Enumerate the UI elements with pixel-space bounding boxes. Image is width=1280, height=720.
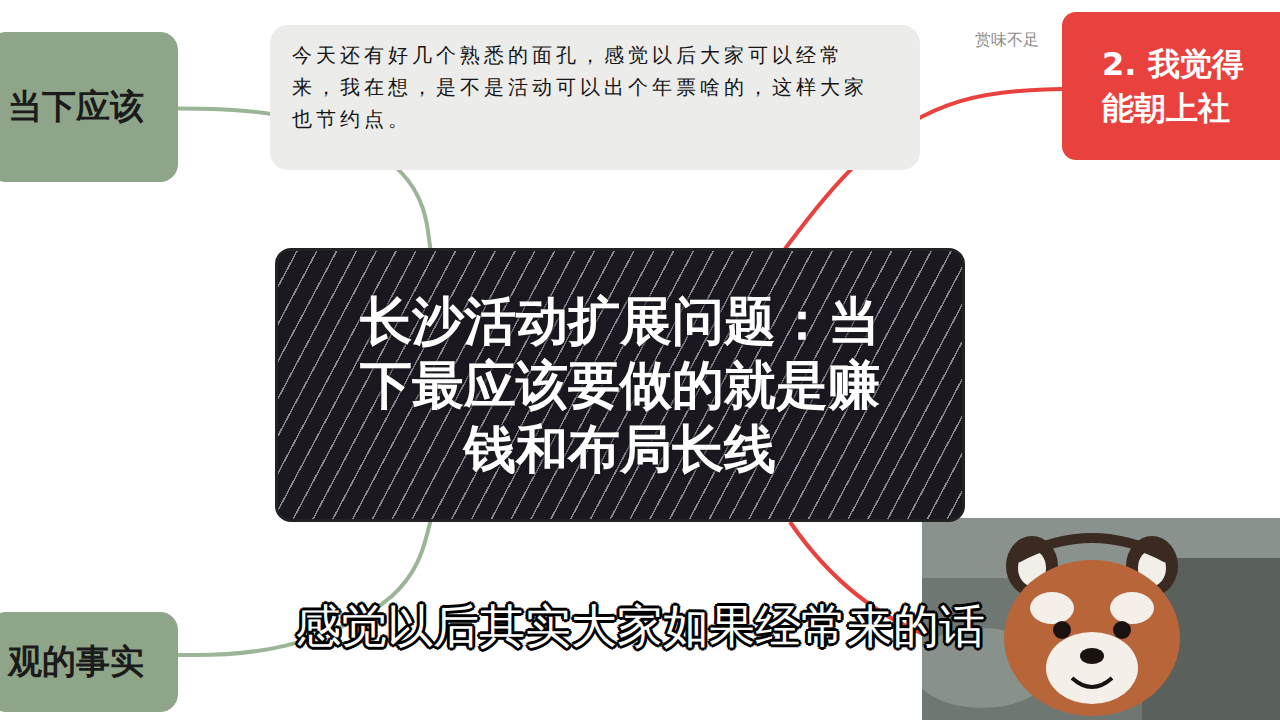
node-text: 长沙活动扩展问题：当下最应该要做的就是赚钱和布局长线 xyxy=(340,289,900,481)
node-text: 当下应该 xyxy=(8,84,144,130)
branch-box: 观的事实 xyxy=(0,612,178,712)
central-topic: 长沙活动扩展问题：当下最应该要做的就是赚钱和布局长线 xyxy=(275,248,965,522)
node-text: 观的事实 xyxy=(8,639,144,685)
note-box: 今天还有好几个熟悉的面孔，感觉以后大家可以经常来，我在想，是不是活动可以出个年票… xyxy=(270,25,920,170)
watermark: 赏味不足 xyxy=(975,30,1039,51)
node-text: 今天还有好几个熟悉的面孔，感觉以后大家可以经常来，我在想，是不是活动可以出个年票… xyxy=(292,39,882,135)
branch-box: 2. 我觉得能朝上社 xyxy=(1062,12,1280,160)
subtitle: 感觉以后其实大家如果经常来的话 xyxy=(0,596,1280,658)
branch-box: 当下应该 xyxy=(0,32,178,182)
node-text: 2. 我觉得能朝上社 xyxy=(1102,42,1250,130)
